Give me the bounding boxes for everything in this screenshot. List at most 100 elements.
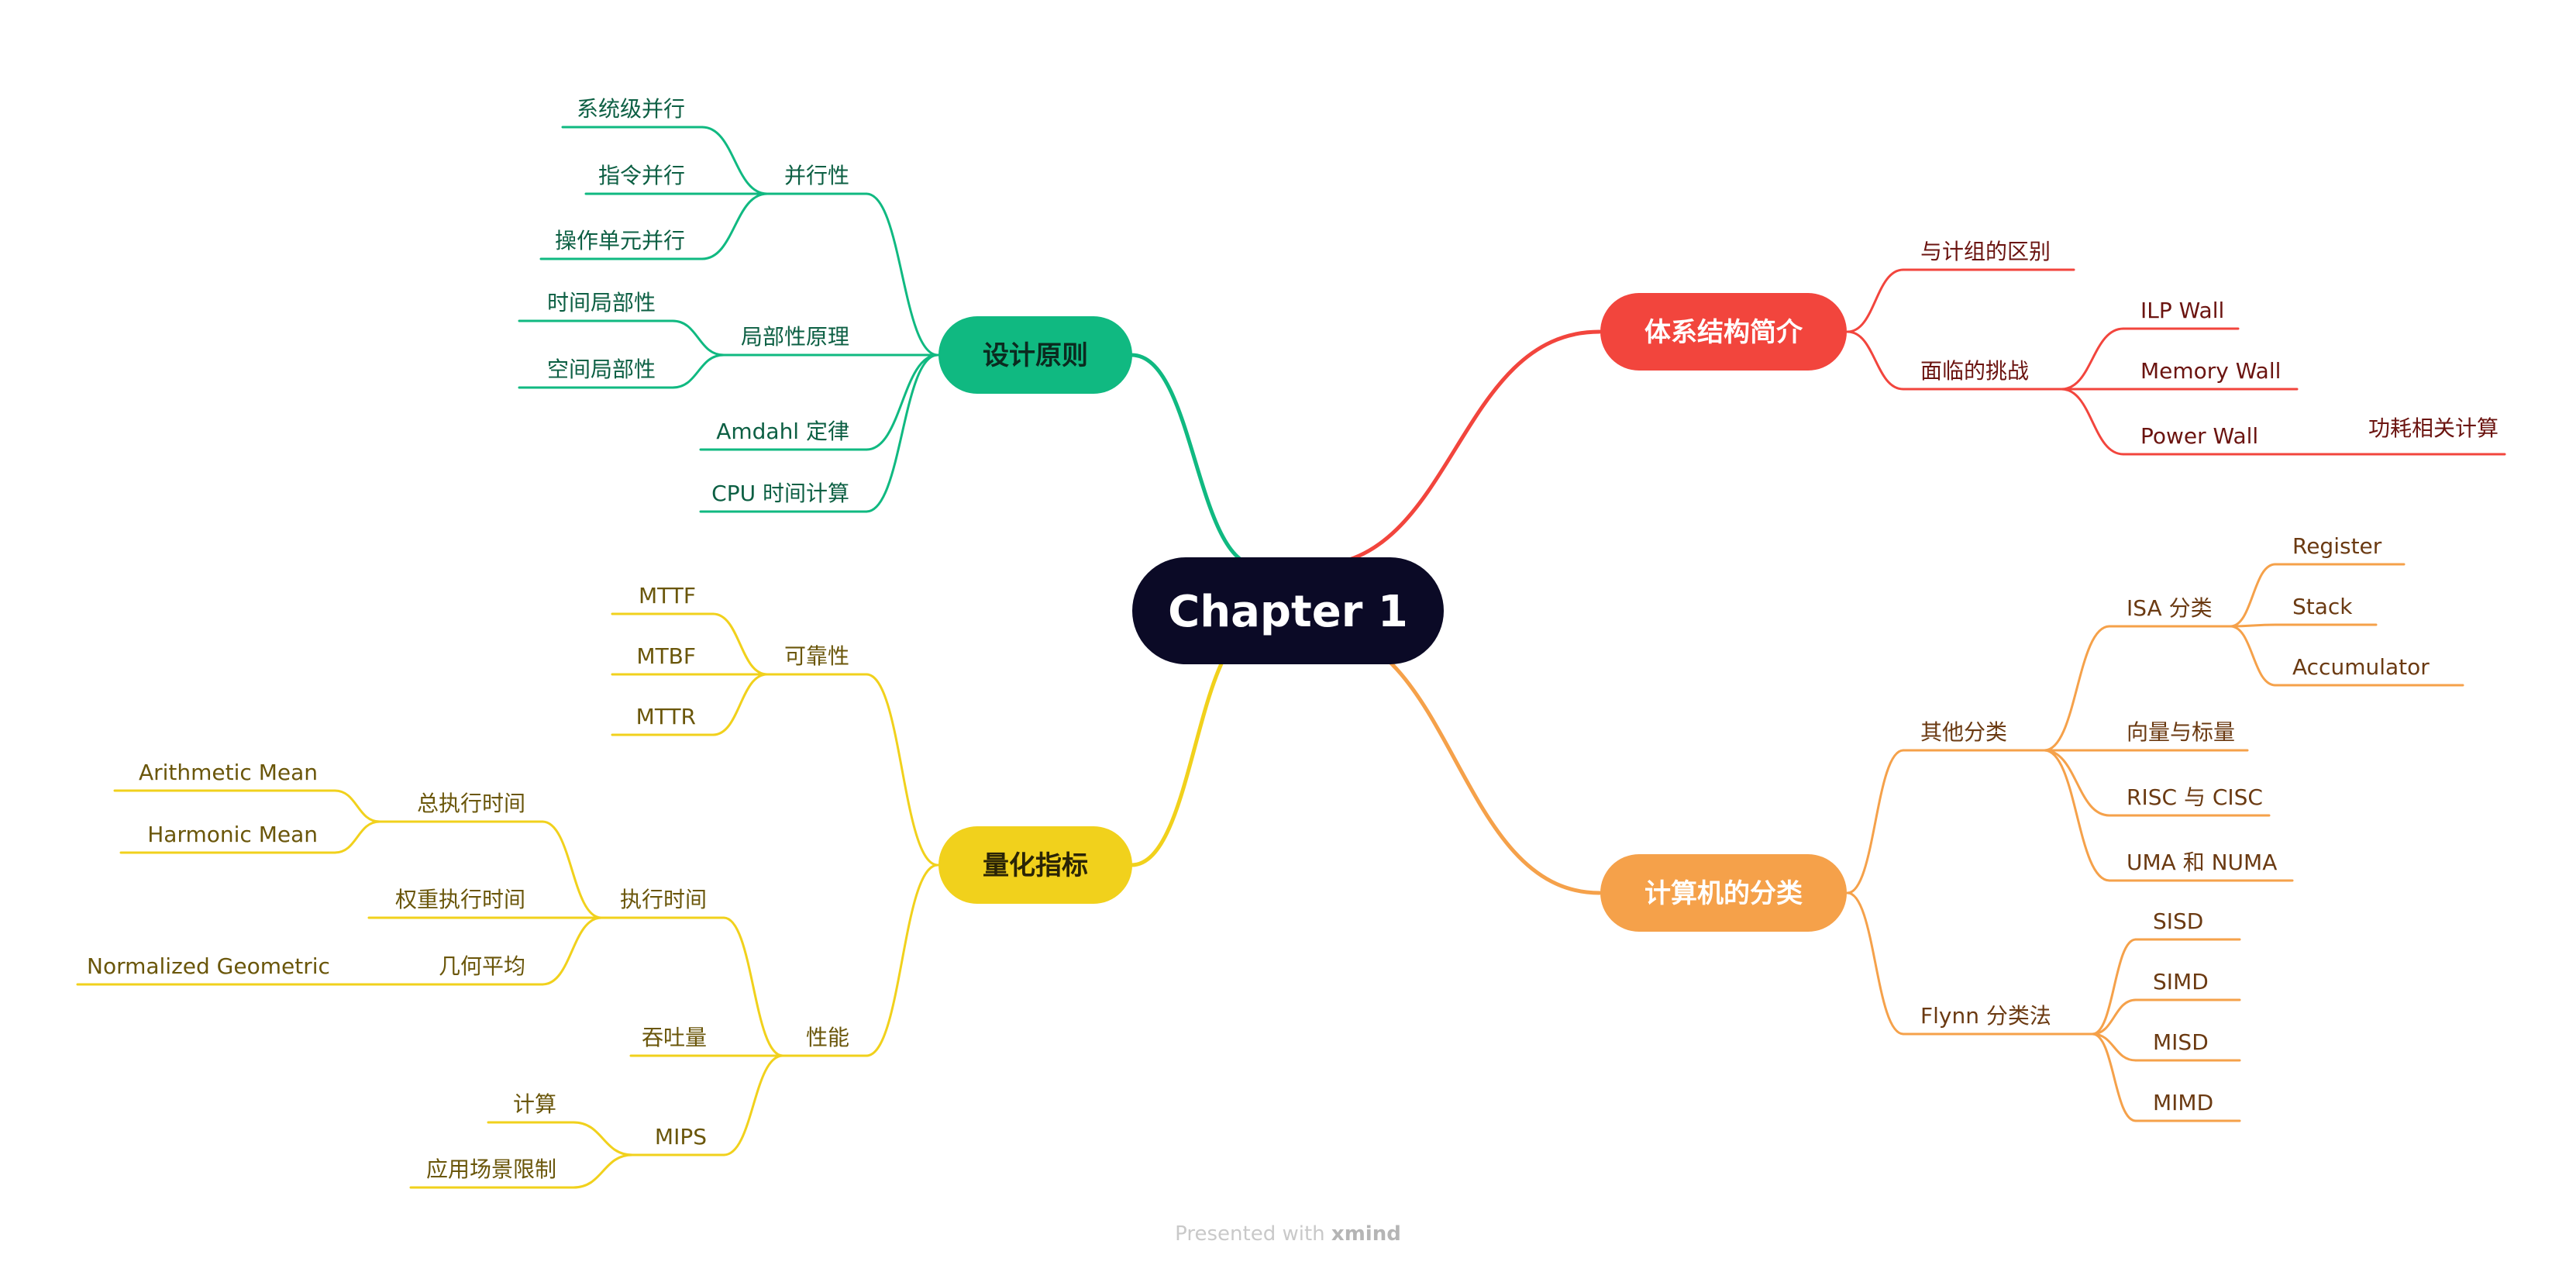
node-uma-numa[interactable]: UMA 和 NUMA: [2127, 850, 2277, 875]
design-parallel-line: [865, 192, 939, 357]
arch-diff-line: [1846, 268, 1905, 333]
quant-reliability-line: [865, 673, 939, 867]
footer-text: Presented with xmind: [1175, 1222, 1401, 1246]
node-mips[interactable]: MIPS: [655, 1124, 707, 1150]
node-flynn-item-0[interactable]: SISD: [2153, 908, 2203, 934]
perf-mips-line: [722, 1054, 784, 1156]
node-isa-item-0[interactable]: Register: [2292, 533, 2382, 559]
node-power-calc[interactable]: 功耗相关计算: [2368, 415, 2499, 441]
node-reliability-item-1[interactable]: MTBF: [636, 643, 696, 669]
root-to-design-line: [1129, 353, 1261, 568]
node-arch-challenges[interactable]: 面临的挑战: [1920, 358, 2029, 384]
node-geo-mean[interactable]: 几何平均: [439, 953, 525, 979]
node-parallel-item-1[interactable]: 指令并行: [598, 163, 685, 188]
flynn-line-2: [2091, 1032, 2137, 1062]
node-ilp-wall[interactable]: ILP Wall: [2140, 298, 2224, 323]
other-uma-line: [2043, 749, 2111, 882]
arch-topic[interactable]: 体系结构简介: [1600, 293, 1847, 371]
locality-line-0: [671, 319, 725, 357]
node-weighted-time[interactable]: 权重执行时间: [395, 887, 525, 912]
flynn-line-0: [2091, 938, 2137, 1036]
footer: Presented with xmind: [1175, 1222, 1401, 1246]
flynn-line-3: [2091, 1032, 2137, 1122]
classify-topic[interactable]: 计算机的分类: [1600, 854, 1847, 932]
arch-challenges-line: [1846, 330, 1905, 391]
quant-topic[interactable]: 量化指标: [938, 826, 1132, 904]
locality-line-1: [671, 353, 725, 389]
connector-lines: [76, 126, 2506, 1189]
root-topic-shape: [1132, 557, 1444, 664]
design-topic-shape: [938, 316, 1132, 394]
node-flynn-item-1[interactable]: SIMD: [2153, 969, 2209, 994]
node-total-item-0[interactable]: Arithmetic Mean: [139, 760, 318, 785]
exec-geo-line: [541, 916, 603, 986]
root-topic-label: Chapter 1: [1168, 587, 1408, 637]
arch-topic-shape: [1600, 293, 1847, 371]
design-topic[interactable]: 设计原则: [938, 316, 1132, 394]
node-total-item-1[interactable]: Harmonic Mean: [147, 822, 318, 847]
parallel-line-2: [701, 192, 769, 260]
other-isa-line: [2043, 625, 2111, 752]
node-flynn[interactable]: Flynn 分类法: [1920, 1003, 2051, 1029]
total-line-0: [333, 789, 381, 823]
root-topic[interactable]: Chapter 1: [1132, 557, 1444, 664]
arch-ilp-line: [2060, 327, 2125, 391]
node-isa-item-2[interactable]: Accumulator: [2292, 654, 2430, 680]
node-power-wall[interactable]: Power Wall: [2140, 423, 2258, 449]
node-isa[interactable]: ISA 分类: [2127, 595, 2213, 621]
node-isa-item-1[interactable]: Stack: [2292, 594, 2353, 619]
node-parallel-item-0[interactable]: 系统级并行: [577, 96, 685, 122]
xmind-logo: xmind: [1331, 1222, 1401, 1246]
flynn-line-1: [2091, 998, 2137, 1036]
root-to-classify-line: [1309, 626, 1602, 895]
node-total-time[interactable]: 总执行时间: [417, 791, 525, 816]
node-memory-wall[interactable]: Memory Wall: [2140, 358, 2281, 384]
arch-power-line: [2060, 388, 2125, 456]
node-amdahl[interactable]: Amdahl 定律: [716, 419, 849, 444]
node-throughput[interactable]: 吞吐量: [642, 1025, 707, 1050]
node-flynn-item-3[interactable]: MIMD: [2153, 1090, 2213, 1115]
mips-line-0: [572, 1121, 634, 1156]
node-geo-item-0[interactable]: Normalized Geometric: [87, 953, 330, 979]
root-to-arch-line: [1309, 329, 1602, 568]
node-locality[interactable]: 局部性原理: [741, 324, 849, 350]
arch-topic-label: 体系结构简介: [1644, 317, 1803, 348]
node-vector[interactable]: 向量与标量: [2127, 719, 2235, 745]
node-flynn-item-2[interactable]: MISD: [2153, 1029, 2209, 1055]
reliability-line-2: [711, 673, 769, 736]
total-line-1: [333, 820, 381, 854]
other-risc-line: [2043, 749, 2111, 817]
node-performance[interactable]: 性能: [806, 1025, 849, 1050]
isa-line-2: [2229, 625, 2277, 687]
quant-performance-line: [865, 863, 939, 1057]
reliability-line-0: [711, 612, 769, 676]
classify-topic-label: 计算机的分类: [1644, 878, 1803, 909]
parallel-line-0: [701, 126, 769, 195]
node-other-classify[interactable]: 其他分类: [1920, 719, 2007, 745]
quant-topic-label: 量化指标: [983, 850, 1088, 881]
quant-topic-shape: [938, 826, 1132, 904]
node-locality-item-0[interactable]: 时间局部性: [547, 290, 656, 315]
node-mips-item-1[interactable]: 应用场景限制: [426, 1156, 556, 1182]
design-amdahl-line: [865, 353, 939, 451]
node-locality-item-1[interactable]: 空间局部性: [547, 357, 656, 382]
mips-line-1: [572, 1153, 634, 1189]
node-reliability-item-2[interactable]: MTTR: [636, 704, 696, 729]
node-parallel[interactable]: 并行性: [784, 163, 849, 188]
node-mips-item-0[interactable]: 计算: [513, 1091, 556, 1117]
classify-topic-shape: [1600, 854, 1847, 932]
node-cpu-time[interactable]: CPU 时间计算: [711, 481, 849, 506]
exec-total-line: [541, 820, 603, 919]
node-reliability-item-0[interactable]: MTTF: [639, 583, 696, 608]
node-risc-cisc[interactable]: RISC 与 CISC: [2127, 784, 2263, 810]
node-parallel-item-2[interactable]: 操作单元并行: [555, 228, 685, 253]
design-topic-label: 设计原则: [983, 340, 1088, 371]
node-exec-time[interactable]: 执行时间: [620, 887, 707, 912]
classify-flynn-line: [1846, 891, 1905, 1036]
node-reliability[interactable]: 可靠性: [784, 643, 849, 669]
classify-other-line: [1846, 749, 1905, 894]
node-arch-diff[interactable]: 与计组的区别: [1920, 239, 2051, 264]
design-cpu-line: [865, 353, 939, 513]
